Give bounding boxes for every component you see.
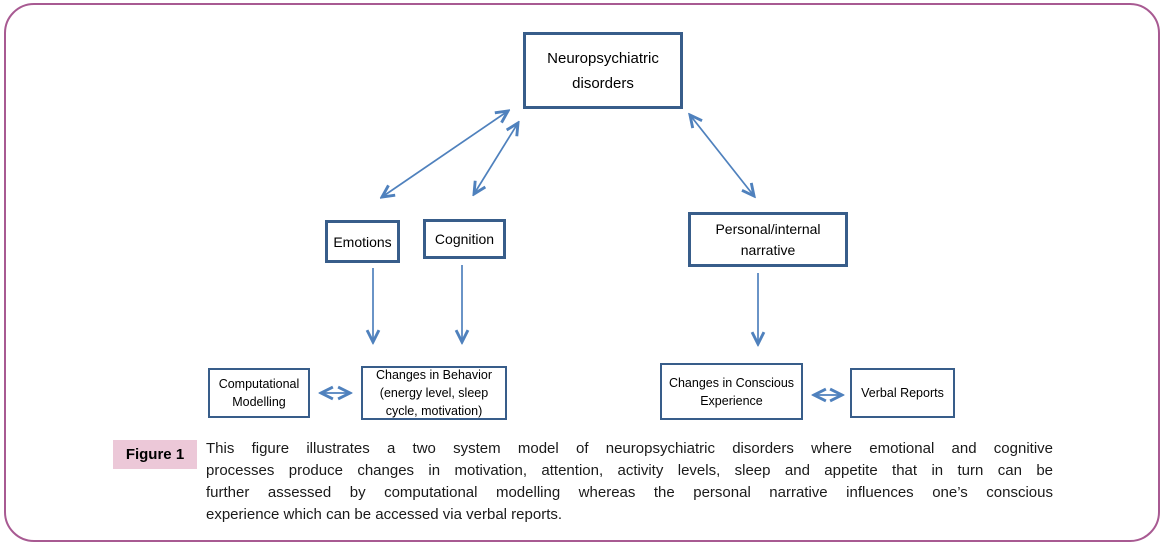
figure-frame-border [4, 3, 1160, 542]
node-computational-modelling: Computational Modelling [208, 368, 310, 418]
node-personal-internal-narrative: Personal/internal narrative [688, 212, 848, 267]
figure-caption: This figure illustrates a two system mod… [206, 438, 1053, 526]
arrow-neuro-personal-narrative [690, 115, 754, 196]
node-neuropsychiatric-disorders: Neuropsychiatric disorders [523, 32, 683, 109]
node-verbal-reports: Verbal Reports [850, 368, 955, 418]
caption-line-3: further assessed by computational modell… [206, 484, 1053, 501]
node-emotions: Emotions [325, 220, 400, 263]
caption-line-1: This figure illustrates a two system mod… [206, 440, 1053, 457]
arrow-neuro-cognition [474, 123, 518, 194]
node-changes-in-conscious-experience: Changes in Conscious Experience [660, 363, 803, 420]
caption-line-4: experience which can be accessed via ver… [206, 506, 563, 523]
node-changes-in-behavior: Changes in Behavior (energy level, sleep… [361, 366, 507, 420]
figure-label: Figure 1 [113, 440, 197, 469]
node-cognition: Cognition [423, 219, 506, 259]
arrow-neuro-emotions [382, 111, 508, 197]
caption-line-2: processes produce changes in motivation,… [206, 462, 1053, 479]
